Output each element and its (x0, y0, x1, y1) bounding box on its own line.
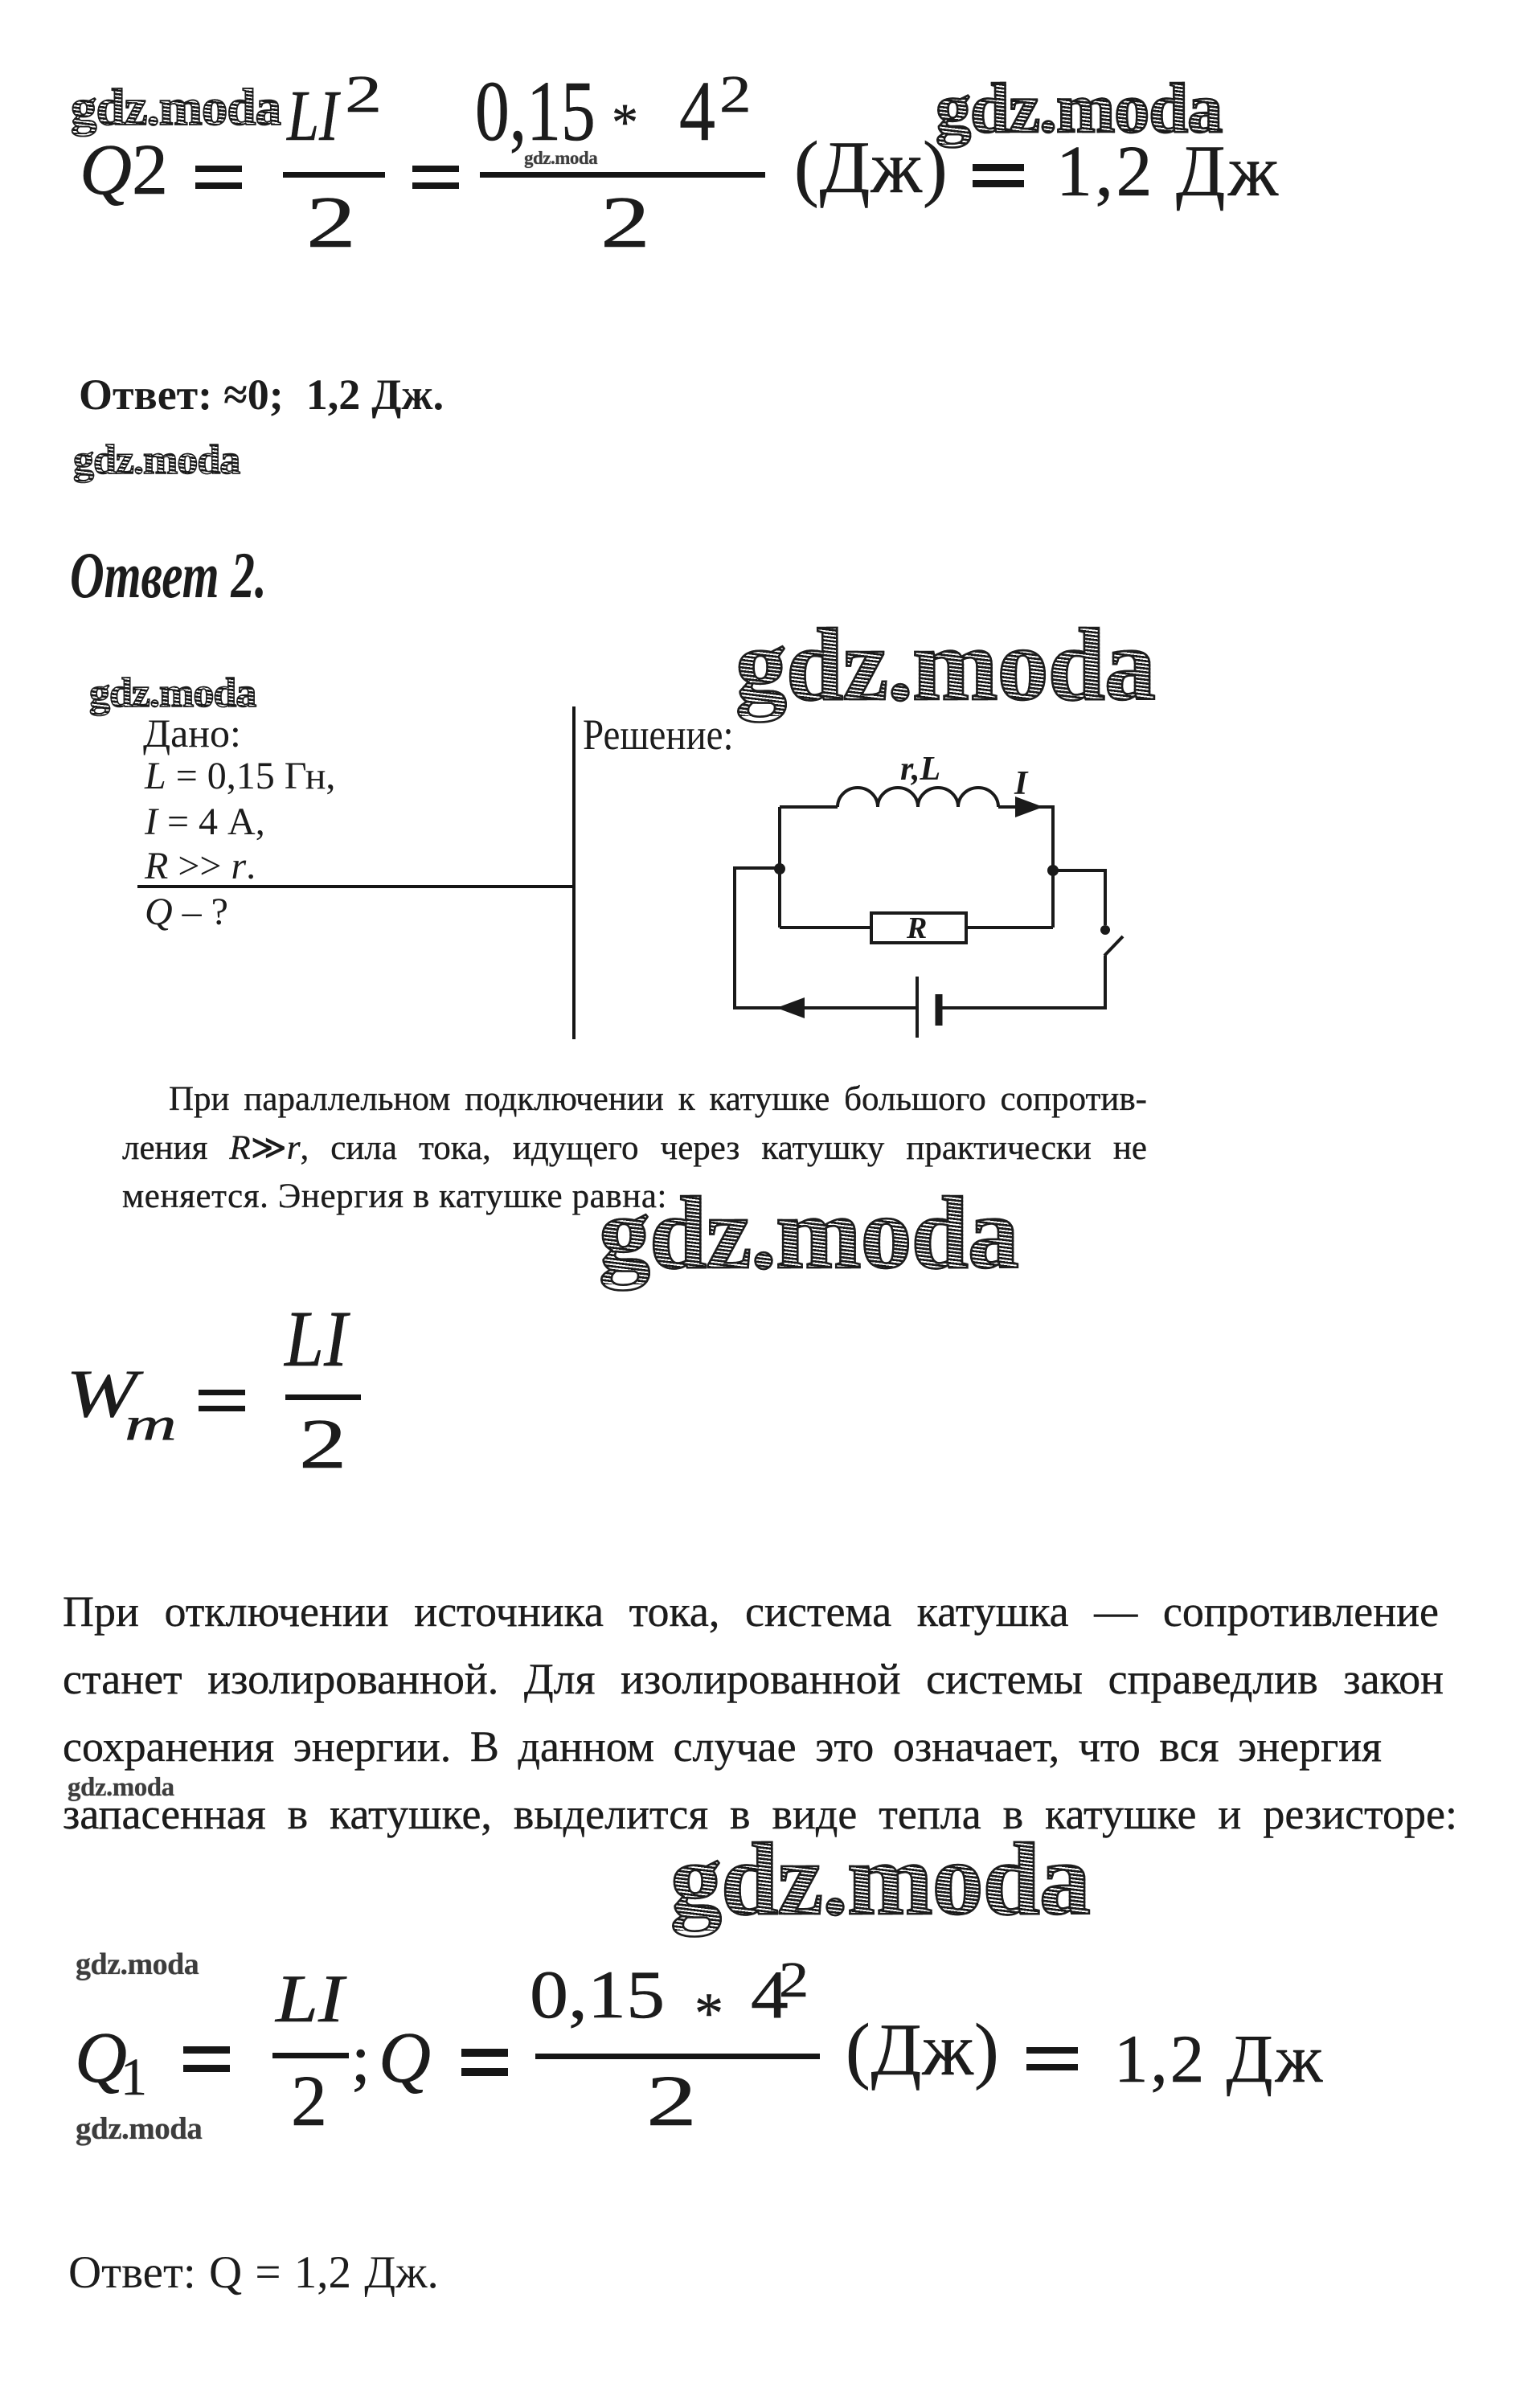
svg-text:R: R (906, 911, 927, 945)
svg-text:r,L: r,L (900, 751, 940, 788)
svg-text:I: I (1014, 765, 1029, 802)
